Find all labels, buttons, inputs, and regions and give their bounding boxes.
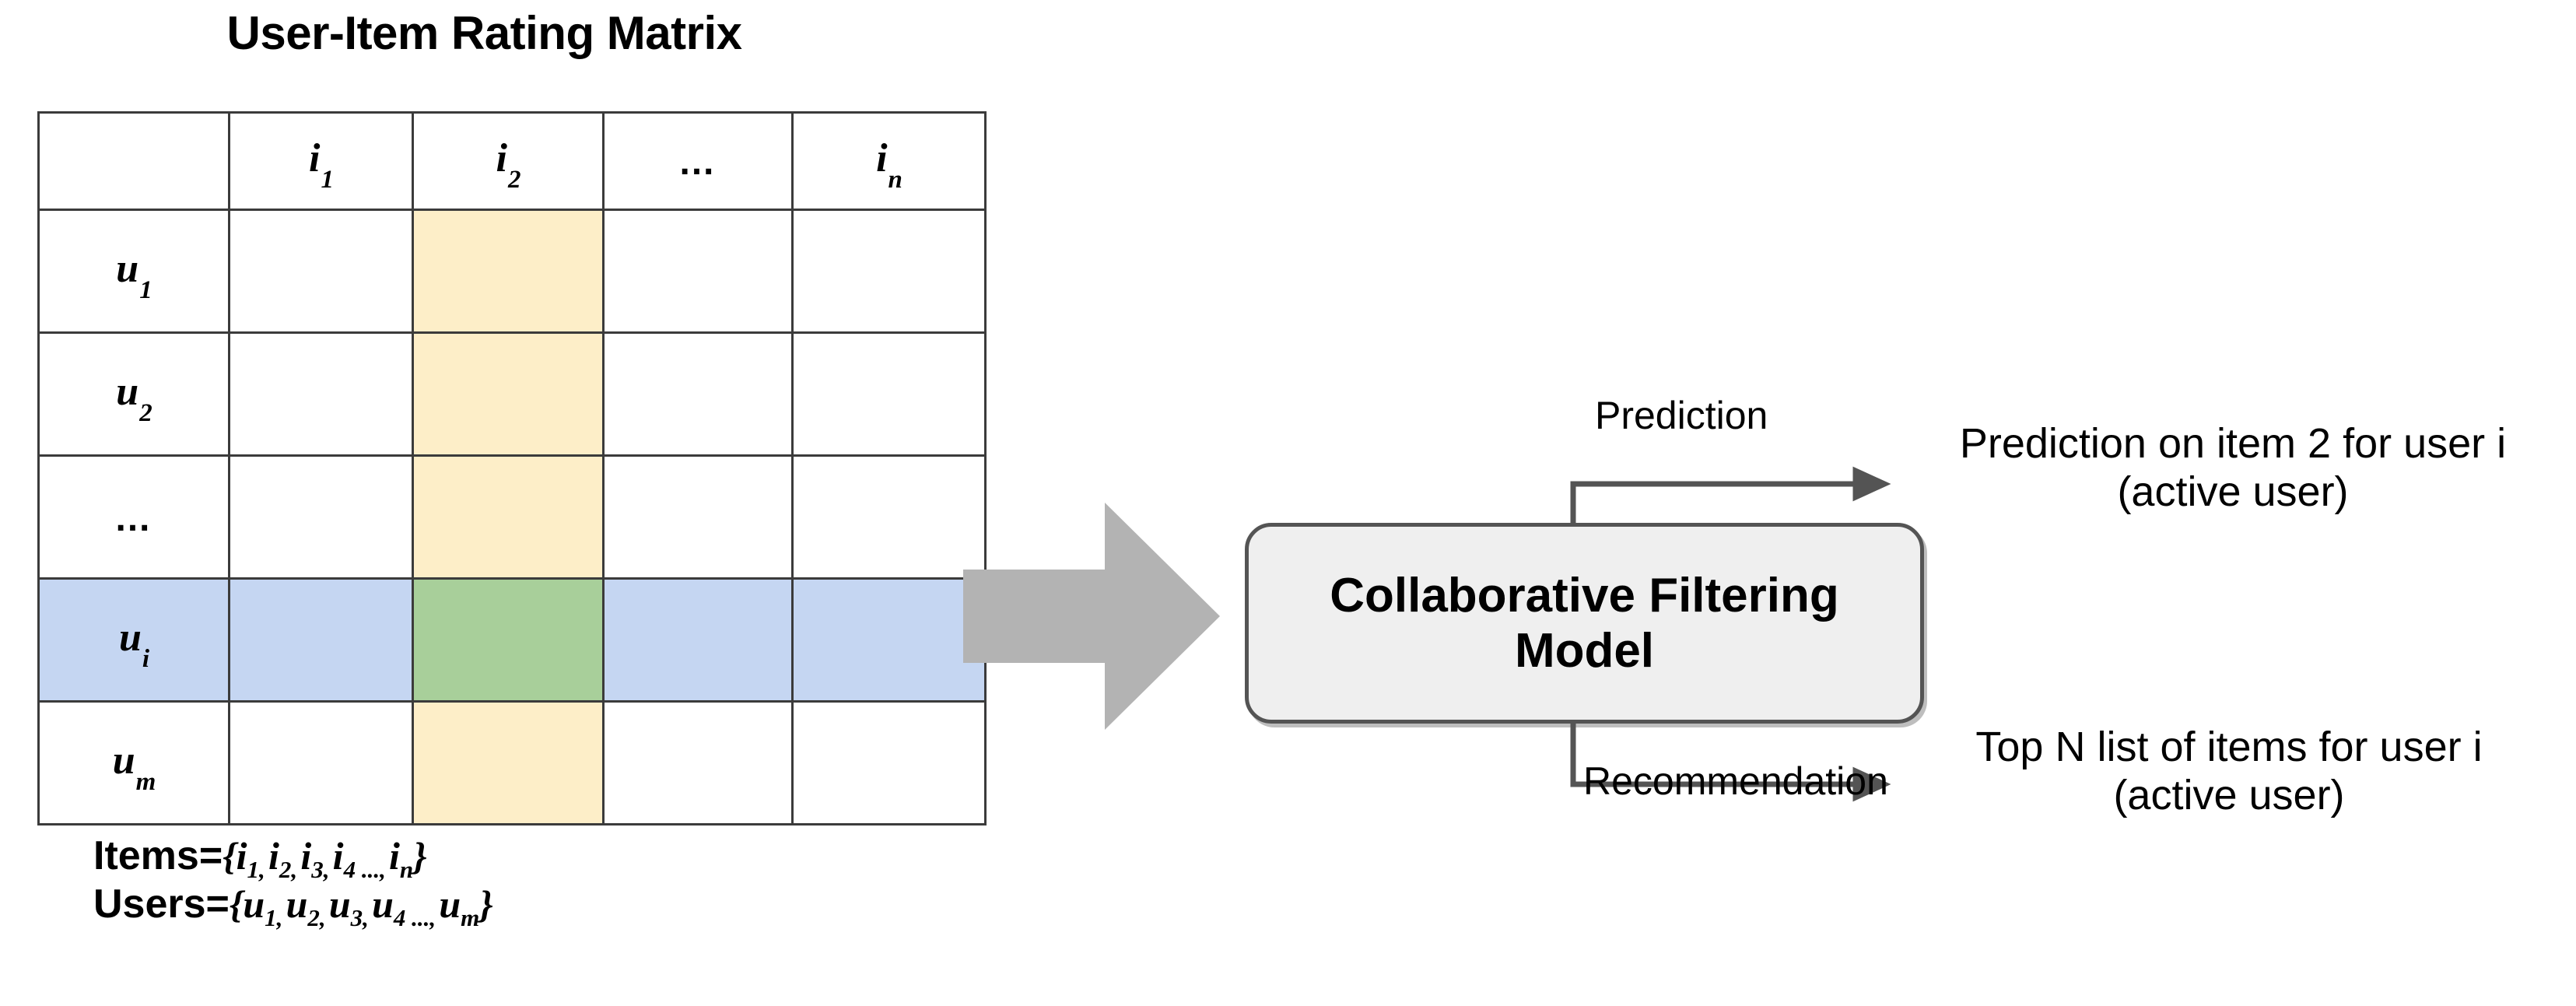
cf-model-line1: Collaborative Filtering bbox=[1330, 568, 1839, 622]
matrix-cell bbox=[228, 209, 414, 334]
matrix-cell-highlight-row bbox=[228, 577, 414, 703]
col-header-sub: n bbox=[888, 166, 902, 194]
matrix-cell-highlight-column bbox=[412, 209, 605, 334]
matrix-cell-highlight-column bbox=[412, 331, 605, 457]
matrix-row-ellipsis: … bbox=[37, 454, 987, 580]
matrix-cell-highlight-column bbox=[412, 454, 605, 580]
row-header-base: u bbox=[118, 615, 142, 660]
matrix-row-um: um bbox=[37, 700, 987, 825]
matrix-cell bbox=[791, 331, 987, 457]
matrix-cell bbox=[602, 700, 794, 825]
matrix-row-header-u2: u2 bbox=[37, 331, 230, 457]
matrix-row-ui: ui bbox=[37, 577, 987, 703]
matrix-cell bbox=[228, 700, 414, 825]
legend-items-set: {i1, i2, i3, i4 ..., in} bbox=[223, 834, 427, 883]
matrix-row-u2: u2 bbox=[37, 331, 987, 457]
col-header-base: i bbox=[309, 136, 321, 181]
matrix-cell bbox=[791, 454, 987, 580]
matrix-cell-highlight-column bbox=[412, 700, 605, 825]
legend-users-line: Users={u1, u2, u3, u4 ..., um} bbox=[93, 882, 949, 931]
matrix-cell bbox=[228, 331, 414, 457]
matrix-row-header-u1: u1 bbox=[37, 209, 230, 334]
matrix-row-header-ui: ui bbox=[37, 577, 230, 703]
legend-items-line: Items={i1, i2, i3, i4 ..., in} bbox=[93, 834, 949, 882]
col-header-base: i bbox=[496, 136, 507, 181]
matrix-row-header-ellipsis: … bbox=[37, 454, 230, 580]
matrix-header-row: i1 i2 … in bbox=[37, 111, 987, 211]
matrix-row-header-um: um bbox=[37, 700, 230, 825]
output-topn-text: Top N list of items for user i (active u… bbox=[1883, 724, 2575, 819]
output-topn-line2: (active user) bbox=[2113, 771, 2345, 818]
matrix-cell bbox=[791, 700, 987, 825]
collaborative-filtering-model-box: Collaborative Filtering Model bbox=[1245, 523, 1924, 724]
user-item-rating-matrix: i1 i2 … in u1 bbox=[37, 111, 987, 825]
matrix-col-header-i2: i2 bbox=[412, 111, 605, 211]
output-prediction-text: Prediction on item 2 for user i (active … bbox=[1898, 420, 2567, 516]
matrix-cell bbox=[791, 209, 987, 334]
flow-arrow-icon bbox=[963, 503, 1220, 730]
matrix-row-u1: u1 bbox=[37, 209, 987, 334]
matrix-table: i1 i2 … in u1 bbox=[37, 111, 987, 825]
matrix-cell bbox=[602, 454, 794, 580]
matrix-corner-cell bbox=[37, 111, 230, 211]
edge-label-recommendation: Recommendation bbox=[1583, 759, 1888, 803]
matrix-cell-highlight-row bbox=[791, 577, 987, 703]
output-prediction-line1: Prediction on item 2 for user i bbox=[1959, 420, 2507, 467]
cf-model-line2: Model bbox=[1514, 624, 1655, 678]
row-header-base: u bbox=[116, 369, 139, 414]
flow-arrow-shape bbox=[963, 503, 1220, 730]
matrix-cell bbox=[602, 331, 794, 457]
row-header-sub: 2 bbox=[139, 398, 152, 427]
output-prediction-line2: (active user) bbox=[2117, 468, 2349, 515]
row-header-base: u bbox=[116, 246, 139, 291]
cf-model-label: Collaborative Filtering Model bbox=[1330, 568, 1839, 679]
prediction-arrow bbox=[1570, 466, 1891, 523]
output-topn-line1: Top N list of items for user i bbox=[1975, 724, 2483, 770]
row-header-base: u bbox=[112, 738, 135, 783]
matrix-cell-highlight-row bbox=[602, 577, 794, 703]
ellipsis-glyph: … bbox=[678, 142, 718, 183]
matrix-cell bbox=[602, 209, 794, 334]
row-header-sub: i bbox=[142, 644, 150, 673]
col-header-sub: 1 bbox=[321, 166, 334, 194]
matrix-col-header-i1: i1 bbox=[228, 111, 414, 211]
legend-users-set: {u1, u2, u3, u4 ..., um} bbox=[229, 882, 493, 932]
ellipsis-glyph: … bbox=[114, 497, 154, 539]
matrix-cell bbox=[228, 454, 414, 580]
matrix-col-header-in: in bbox=[791, 111, 987, 211]
legend-users-label: Users= bbox=[93, 882, 230, 927]
matrix-col-header-ellipsis: … bbox=[602, 111, 794, 211]
matrix-legend: Items={i1, i2, i3, i4 ..., in} Users={u1… bbox=[93, 834, 949, 931]
edge-label-prediction: Prediction bbox=[1595, 394, 1768, 437]
matrix-cell-highlight-intersection bbox=[412, 577, 605, 703]
col-header-base: i bbox=[876, 136, 888, 181]
page-title: User-Item Rating Matrix bbox=[226, 7, 742, 59]
row-header-sub: m bbox=[135, 767, 156, 796]
legend-items-label: Items= bbox=[93, 833, 223, 878]
col-header-sub: 2 bbox=[507, 166, 521, 194]
row-header-sub: 1 bbox=[139, 275, 152, 304]
